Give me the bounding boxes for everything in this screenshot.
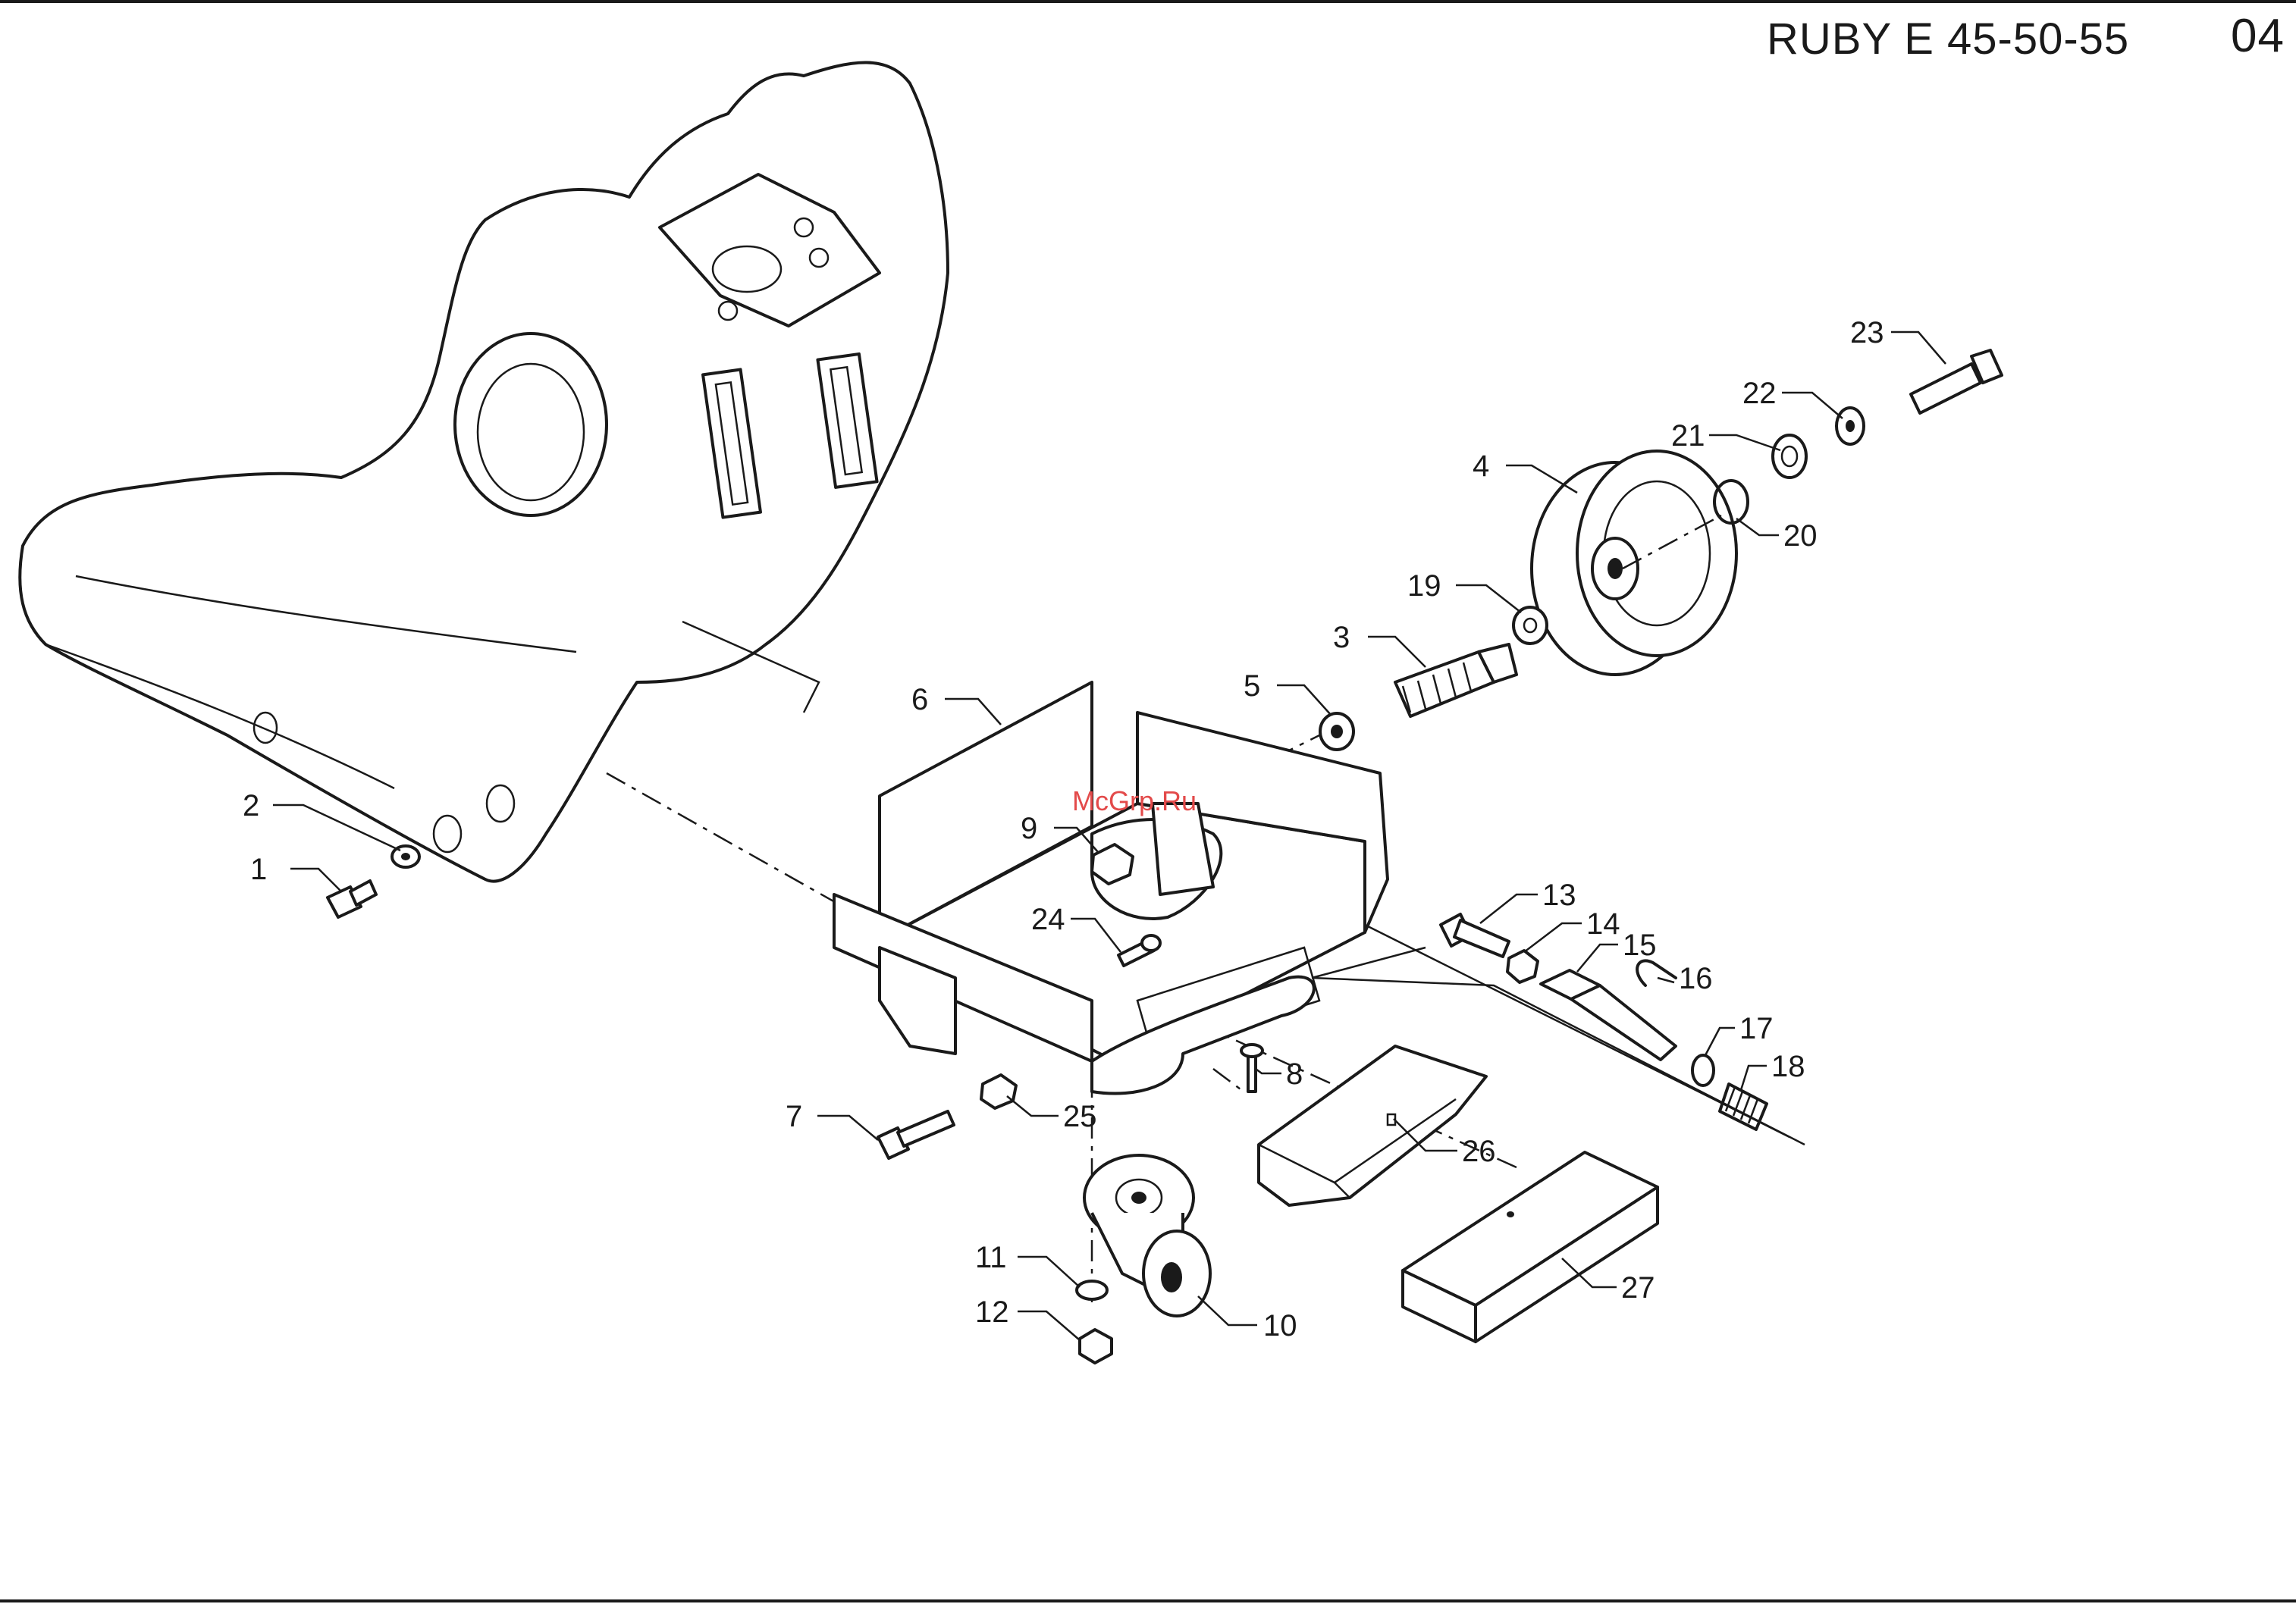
watermark-text: McGrp.Ru — [1072, 785, 1197, 817]
nut-part-12 — [1080, 1330, 1112, 1363]
callout-5: 5 — [1244, 669, 1260, 703]
callout-3: 3 — [1333, 621, 1350, 654]
callout-18: 18 — [1771, 1050, 1805, 1083]
callout-10: 10 — [1263, 1309, 1297, 1342]
washer-part-21 — [1773, 435, 1806, 478]
callout-23: 23 — [1850, 316, 1884, 349]
machine-body — [20, 63, 948, 882]
block-part-27 — [1403, 1152, 1658, 1342]
callout-22: 22 — [1742, 377, 1777, 410]
callout-2: 2 — [243, 789, 259, 822]
callout-6: 6 — [911, 683, 928, 716]
bolt-part-23 — [1911, 350, 2002, 413]
washer-part-19 — [1513, 607, 1547, 644]
bolt-part-13 — [1441, 914, 1509, 957]
callout-1: 1 — [250, 853, 267, 886]
callout-4: 4 — [1473, 450, 1489, 483]
callout-15: 15 — [1623, 929, 1657, 962]
callout-8: 8 — [1286, 1057, 1303, 1091]
callout-26: 26 — [1462, 1135, 1496, 1168]
nut-part-25 — [981, 1075, 1016, 1108]
callout-9: 9 — [1021, 812, 1037, 845]
washer-part-17 — [1692, 1055, 1714, 1086]
callout-13: 13 — [1542, 879, 1576, 912]
bolt-part-7 — [878, 1111, 954, 1158]
callout-25: 25 — [1063, 1100, 1097, 1133]
callout-17: 17 — [1739, 1012, 1774, 1045]
callout-12: 12 — [975, 1295, 1009, 1329]
nut-part-14 — [1507, 951, 1538, 982]
callout-7: 7 — [786, 1100, 802, 1133]
callout-19: 19 — [1407, 569, 1441, 603]
callout-24: 24 — [1031, 903, 1065, 936]
washer-part-11 — [1077, 1281, 1107, 1299]
callout-27: 27 — [1621, 1271, 1655, 1305]
callout-21: 21 — [1671, 419, 1705, 453]
callout-14: 14 — [1586, 907, 1620, 941]
callout-20: 20 — [1783, 519, 1818, 553]
callout-11: 11 — [975, 1241, 1007, 1274]
alignment-line-pin — [1213, 1069, 1244, 1092]
callout-16: 16 — [1679, 962, 1713, 995]
